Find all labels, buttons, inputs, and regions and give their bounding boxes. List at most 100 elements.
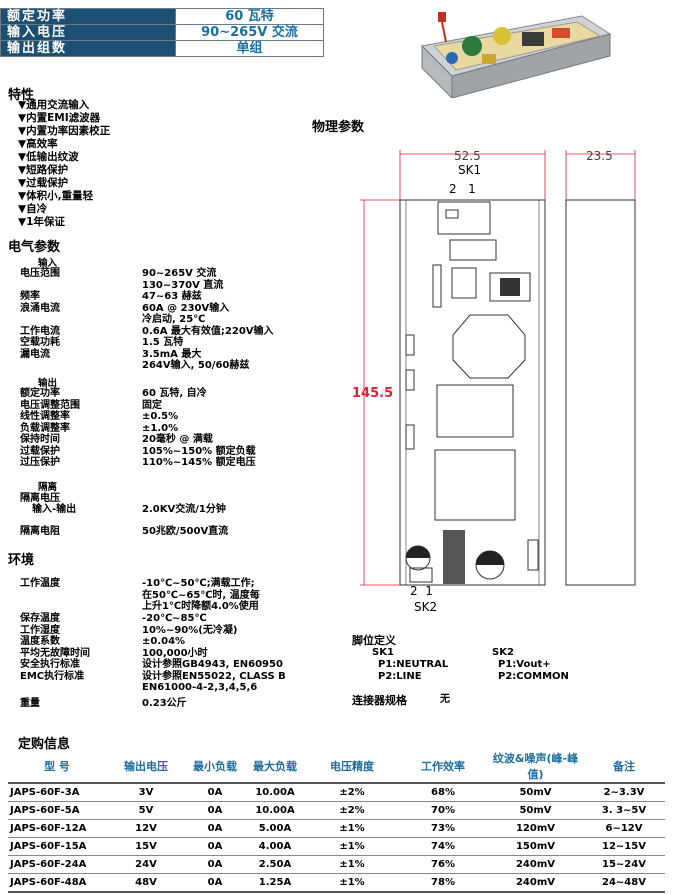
weight-label: 重量 (20, 698, 40, 709)
output-subtitle: 输出 (38, 378, 58, 389)
feature-item: ▼过载保护 (18, 177, 69, 189)
spec-label: 浪涌电流 (20, 302, 60, 314)
cell: ±1% (306, 837, 398, 856)
spec-value: 1.5 瓦特 (142, 337, 184, 348)
feature-item: ▼高效率 (18, 138, 58, 150)
spec-value: 固定 (142, 399, 162, 411)
cell: JAPS-60F-15A (8, 837, 106, 856)
input-subtitle: 输入 (38, 258, 58, 269)
col-header: 工作效率 (398, 750, 488, 784)
cell: 10.00A (244, 783, 306, 802)
iso-io-label: 输入-输出 (32, 504, 77, 515)
feature-item: ▼低输出纹波 (18, 151, 79, 163)
cell: 10.00A (244, 801, 306, 820)
header-row: 输出组数单组 (0, 40, 324, 57)
sk1-p1: P1:NEUTRAL (378, 659, 449, 670)
sk2-p1: P1:Vout+ (498, 659, 551, 670)
electrical-title: 电气参数 (8, 240, 61, 255)
spec-value: EN61000-4-2,3,4,5,6 (142, 682, 258, 693)
spec-value: 20毫秒 @ 满载 (142, 434, 213, 445)
connector-label: 连接器规格 (352, 694, 407, 707)
spec-label: 工作电流 (20, 325, 60, 337)
header-label: 输入电压 (0, 24, 176, 41)
env-labels: 保存温度 工作湿度 温度系数 平均无故障时间 安全执行标准 EMC执行标准 (20, 613, 90, 682)
pins-title: 脚位定义 (352, 634, 396, 647)
order-title: 定购信息 (18, 737, 71, 752)
spec-label: 过载保护 (20, 445, 60, 457)
spec-value: -20℃~85℃ (142, 613, 207, 624)
spec-label: 保存温度 (20, 613, 60, 624)
order-table: 型 号 输出电压 最小负载 最大负载 电压精度 工作效率 纹波&噪声(峰-峰值)… (8, 750, 665, 893)
spec-label: 过压保护 (20, 457, 60, 468)
sk2-label: SK2 (414, 600, 438, 614)
cell: 240mV (488, 855, 583, 874)
output-labels: 额定功率 电压调整范围 线性调整率 负载调整率 保持时间 过载保护 过压保护 (20, 388, 80, 469)
feature-item: ▼通用交流输入 (18, 99, 90, 111)
mechanical-drawing (360, 150, 636, 586)
cell: 78% (398, 873, 488, 893)
input-labels: 电压范围 频率 浪涌电流 工作电流 空载功耗 漏电流 (20, 268, 60, 360)
sk1-title: SK1 (372, 647, 394, 658)
spec-label: 额定功率 (20, 388, 60, 399)
header-value: 单组 (175, 40, 324, 57)
cell: 150mV (488, 837, 583, 856)
cell: 5V (106, 801, 186, 820)
sk1-pins: 2 1 (449, 182, 476, 196)
spec-value: 在50℃~65℃时, 温度每 (142, 589, 260, 601)
cell: 5.00A (244, 819, 306, 838)
cell: 0A (186, 819, 244, 838)
width-dimension: 52.5 (454, 149, 481, 163)
cell: 24V (106, 855, 186, 874)
spec-value: 110%~145% 额定电压 (142, 457, 256, 468)
cell: JAPS-60F-24A (8, 855, 106, 874)
spec-value: 冷启动, 25℃ (142, 314, 206, 325)
feature-item: ▼自冷 (18, 203, 48, 215)
spec-label: 安全执行标准 (20, 659, 80, 670)
env-values: -20℃~85℃ 10%~90%(无冷凝) ±0.04% 100,000小时 设… (142, 613, 286, 694)
cell: 1.25A (244, 873, 306, 893)
cell: 0A (186, 855, 244, 874)
spec-label: 频率 (20, 291, 40, 302)
spec-value: 47~63 赫兹 (142, 291, 202, 302)
sk2-p2: P2:COMMON (498, 671, 569, 682)
spec-value: ±0.5% (142, 411, 179, 422)
spec-label: 保持时间 (20, 434, 60, 445)
col-header: 备注 (583, 750, 665, 784)
depth-dimension: 23.5 (586, 149, 613, 163)
cell: 240mV (488, 873, 583, 893)
sk1-label: SK1 (458, 163, 482, 177)
cell: JAPS-60F-3A (8, 783, 106, 802)
spec-label: 电压范围 (20, 268, 60, 279)
board-side-view (565, 199, 636, 586)
feature-item: ▼短路保护 (18, 164, 69, 176)
weight-value: 0.23公斤 (142, 698, 187, 709)
spec-label: 空载功耗 (20, 337, 60, 348)
cell: 0A (186, 837, 244, 856)
board-top-view (399, 199, 546, 586)
physical-title: 物理参数 (312, 120, 365, 135)
iso-io-value: 2.0KV交流/1分钟 (142, 504, 226, 515)
spec-value: 上升1℃时降额4.0%使用 (142, 601, 259, 612)
cell: 68% (398, 783, 488, 802)
feature-item: ▼内置功率因素校正 (18, 125, 111, 137)
sk2-title: SK2 (492, 647, 514, 658)
spec-value: -10℃~50℃;满载工作; (142, 578, 255, 589)
feature-item: ▼1年保证 (18, 216, 65, 228)
cell: 15~24V (583, 855, 665, 874)
iso-voltage-label: 隔离电压 (20, 493, 60, 504)
order-header-row: 型 号 输出电压 最小负载 最大负载 电压精度 工作效率 纹波&噪声(峰-峰值)… (8, 750, 665, 784)
cell: 0A (186, 873, 244, 893)
cell: 120mV (488, 819, 583, 838)
cell: JAPS-60F-5A (8, 801, 106, 820)
cell: 73% (398, 819, 488, 838)
sk1-p2: P2:LINE (378, 671, 422, 682)
col-header: 型 号 (8, 750, 106, 784)
spec-value: 130~370V 直流 (142, 279, 224, 291)
cell: 50mV (488, 783, 583, 802)
spec-value: 105%~150% 额定负载 (142, 445, 256, 457)
